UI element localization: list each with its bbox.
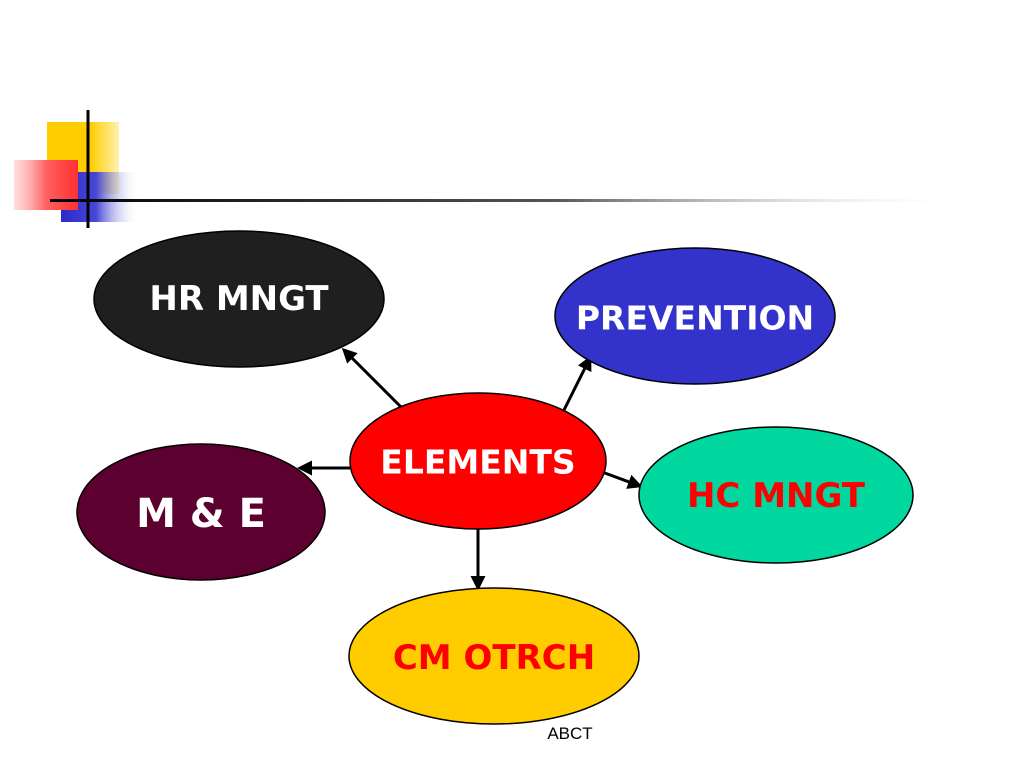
arrow-to-prevention	[562, 355, 592, 411]
red-square	[14, 160, 78, 210]
node-hr-mngt: HR MNGT	[93, 230, 385, 368]
node-m-and-e: M & E	[76, 443, 326, 581]
node-hc-mngt: HC MNGT	[638, 426, 914, 564]
node-prevention: PREVENTION	[554, 247, 836, 385]
arrow-to-hc-mngt	[601, 470, 643, 489]
hr-mngt-ellipse	[93, 230, 385, 368]
footer-text: ABCT	[547, 724, 593, 743]
cm-otrch-ellipse	[348, 587, 640, 725]
hc-mngt-label: HC MNGT	[687, 476, 866, 516]
arrow-to-hr-mngt	[341, 347, 404, 410]
prevention-ellipse	[554, 247, 836, 385]
m-and-e-label: M & E	[136, 491, 266, 537]
connectors	[297, 347, 643, 591]
cm-otrch-label: CM OTRCH	[393, 638, 595, 678]
elements-ellipse	[349, 392, 607, 530]
node-elements: ELEMENTS	[349, 392, 607, 530]
hr-mngt-label: HR MNGT	[149, 279, 329, 319]
prevention-label: PREVENTION	[576, 299, 814, 338]
horizontal-rule	[50, 199, 970, 202]
header-ornament	[14, 110, 970, 228]
hc-mngt-ellipse	[638, 426, 914, 564]
m-and-e-ellipse	[76, 443, 326, 581]
elements-label: ELEMENTS	[380, 443, 575, 482]
node-cm-otrch: CM OTRCH	[348, 587, 640, 725]
